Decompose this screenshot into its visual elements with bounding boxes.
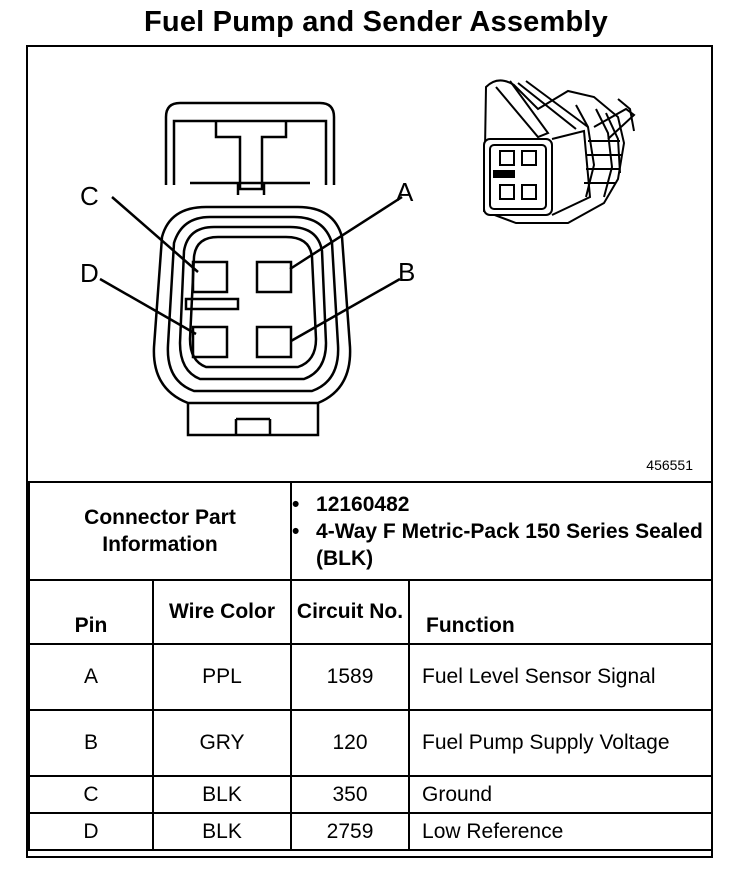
table-header-row: Pin Wire Color Circuit No. Function (28, 579, 714, 645)
connector-body-inner (178, 225, 328, 381)
pin-label-c: C (80, 181, 99, 211)
connector-perspective-view (482, 79, 636, 224)
connector-latch (164, 101, 336, 185)
pin-cell: C (28, 775, 154, 814)
header-function: Function (408, 579, 714, 645)
wire-color-cell: GRY (151, 709, 293, 777)
table-row: B GRY 120 Fuel Pump Supply Voltage (28, 709, 714, 777)
table-row: A PPL 1589 Fuel Level Sensor Signal (28, 643, 714, 711)
pin-cavity-b (255, 325, 293, 359)
pin-cavity-a (255, 260, 293, 294)
connector-part-info: •12160482 •4-Way F Metric-Pack 150 Serie… (290, 481, 714, 581)
wire-color-cell: BLK (151, 775, 293, 814)
circuit-no-cell: 1589 (290, 643, 411, 711)
pin-cell: B (28, 709, 154, 777)
function-cell: Ground (408, 775, 714, 814)
pin-cell: A (28, 643, 154, 711)
pin-cell: D (28, 812, 154, 851)
connector-table: Connector Part Information •12160482 •4-… (27, 481, 714, 851)
pin-label-d: D (80, 258, 99, 288)
function-cell: Fuel Pump Supply Voltage (408, 709, 714, 777)
pin-label-b: B (398, 257, 415, 287)
figure-id: 456551 (646, 457, 693, 473)
page-title: Fuel Pump and Sender Assembly (143, 6, 608, 38)
circuit-no-cell: 350 (290, 775, 411, 814)
function-cell: Low Reference (408, 812, 714, 851)
header-pin: Pin (28, 579, 154, 645)
connector-diagram: C A D B (80, 79, 636, 437)
header-wire-color: Wire Color (151, 579, 293, 645)
pin-label-a: A (396, 177, 414, 207)
table-row: C BLK 350 Ground (28, 775, 714, 814)
function-cell: Fuel Level Sensor Signal (408, 643, 714, 711)
wire-color-cell: PPL (151, 643, 293, 711)
connector-part-item: •4-Way F Metric-Pack 150 Series Sealed (… (292, 519, 703, 570)
latch-tab (214, 121, 288, 191)
connector-part-item: •12160482 (292, 492, 410, 516)
connector-bottom-tab (186, 403, 320, 437)
header-circuit-no: Circuit No. (290, 579, 411, 645)
pin-cavity-d (191, 325, 229, 359)
circuit-no-cell: 120 (290, 709, 411, 777)
polarization-rib (184, 297, 240, 311)
table-row: D BLK 2759 Low Reference (28, 812, 714, 851)
circuit-no-cell: 2759 (290, 812, 411, 851)
diagram-frame: C A D B 456551 Con (26, 45, 714, 858)
wire-color-cell: BLK (151, 812, 293, 851)
connector-part-row: Connector Part Information •12160482 •4-… (27, 481, 714, 581)
connector-part-label: Connector Part Information (27, 481, 293, 581)
pin-cavity-c (191, 260, 229, 294)
